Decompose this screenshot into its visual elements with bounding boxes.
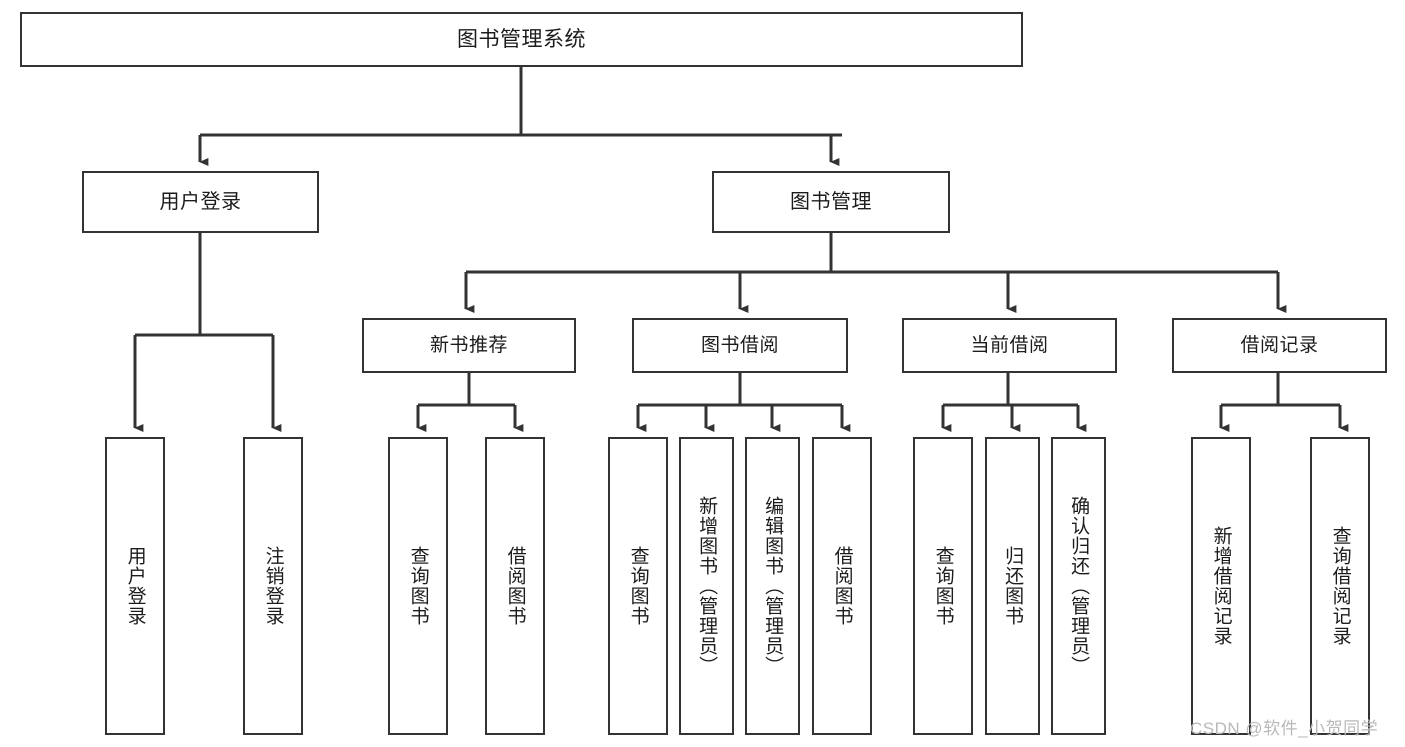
node-leaf-query-book-3-label: 查询图书 bbox=[932, 546, 954, 626]
node-current-borrow[interactable]: 当前借阅 bbox=[902, 318, 1117, 373]
node-root-label: 图书管理系统 bbox=[457, 27, 586, 51]
edge-currentborrow-to-leaves bbox=[941, 373, 1087, 433]
node-user-login-label: 用户登录 bbox=[159, 190, 242, 213]
node-new-book-rec[interactable]: 新书推荐 bbox=[362, 318, 576, 373]
edge-bookborrow-to-leaves bbox=[636, 373, 851, 433]
node-leaf-return-book-label: 归还图书 bbox=[1002, 546, 1024, 626]
node-book-borrow[interactable]: 图书借阅 bbox=[632, 318, 848, 373]
node-borrow-record-label: 借阅记录 bbox=[1240, 334, 1319, 356]
node-leaf-borrow-book-1[interactable]: 借阅图书 bbox=[485, 437, 545, 735]
node-leaf-borrow-book-2-label: 借阅图书 bbox=[831, 546, 853, 626]
node-borrow-record[interactable]: 借阅记录 bbox=[1172, 318, 1387, 373]
node-leaf-add-record-label: 新增借阅记录 bbox=[1210, 526, 1232, 646]
node-leaf-query-record[interactable]: 查询借阅记录 bbox=[1310, 437, 1370, 735]
edge-userlogin-to-leaves bbox=[133, 233, 282, 433]
edge-bookmanage-to-level2 bbox=[464, 233, 1287, 314]
edge-newbookrec-to-leaves bbox=[416, 373, 524, 433]
edge-root-to-level1 bbox=[198, 67, 842, 167]
node-book-manage[interactable]: 图书管理 bbox=[712, 171, 950, 233]
node-leaf-query-book-2-label: 查询图书 bbox=[627, 546, 649, 626]
node-leaf-borrow-book-1-label: 借阅图书 bbox=[504, 546, 526, 626]
node-leaf-confirm-return-label: 确认归还（管理员） bbox=[1068, 496, 1090, 676]
node-book-borrow-label: 图书借阅 bbox=[700, 334, 779, 356]
node-leaf-logout[interactable]: 注销登录 bbox=[243, 437, 303, 735]
node-leaf-add-book[interactable]: 新增图书（管理员） bbox=[679, 437, 734, 735]
node-leaf-confirm-return[interactable]: 确认归还（管理员） bbox=[1051, 437, 1106, 735]
node-leaf-query-record-label: 查询借阅记录 bbox=[1329, 526, 1351, 646]
node-leaf-query-book-3[interactable]: 查询图书 bbox=[913, 437, 973, 735]
node-leaf-user-login-label: 用户登录 bbox=[124, 546, 146, 626]
node-leaf-query-book-1[interactable]: 查询图书 bbox=[388, 437, 448, 735]
node-user-login[interactable]: 用户登录 bbox=[82, 171, 319, 233]
node-leaf-add-record[interactable]: 新增借阅记录 bbox=[1191, 437, 1251, 735]
node-leaf-query-book-2[interactable]: 查询图书 bbox=[608, 437, 668, 735]
node-leaf-user-login[interactable]: 用户登录 bbox=[105, 437, 165, 735]
node-leaf-add-book-label: 新增图书（管理员） bbox=[696, 496, 718, 676]
edge-borrowrecord-to-leaves bbox=[1219, 373, 1349, 433]
node-new-book-rec-label: 新书推荐 bbox=[429, 334, 508, 356]
node-book-manage-label: 图书管理 bbox=[790, 190, 872, 213]
node-leaf-edit-book-label: 编辑图书（管理员） bbox=[762, 496, 784, 676]
csdn-watermark: CSDN @软件_小贺同学 bbox=[1190, 719, 1379, 738]
node-root[interactable]: 图书管理系统 bbox=[20, 12, 1023, 67]
node-leaf-query-book-1-label: 查询图书 bbox=[407, 546, 429, 626]
node-leaf-logout-label: 注销登录 bbox=[262, 546, 284, 626]
node-leaf-return-book[interactable]: 归还图书 bbox=[985, 437, 1040, 735]
node-current-borrow-label: 当前借阅 bbox=[970, 334, 1049, 356]
node-leaf-edit-book[interactable]: 编辑图书（管理员） bbox=[745, 437, 800, 735]
node-leaf-borrow-book-2[interactable]: 借阅图书 bbox=[812, 437, 872, 735]
